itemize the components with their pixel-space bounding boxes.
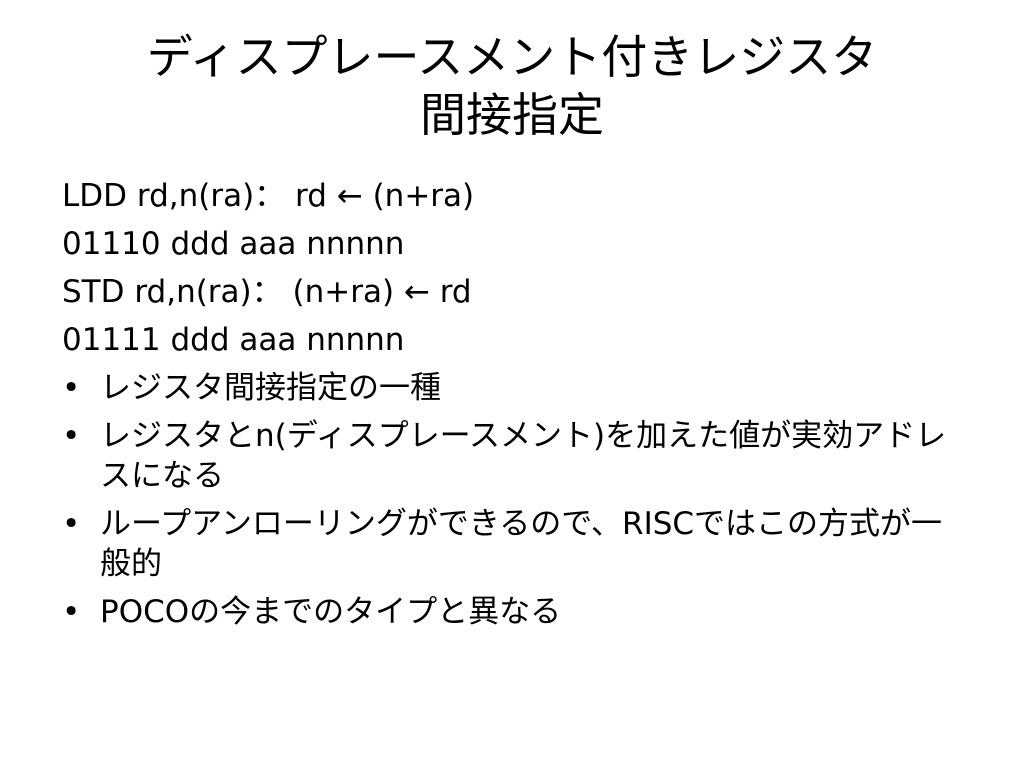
bullet-item: • レジスタ間接指定の一種 — [62, 368, 962, 408]
encoding-std: 01111 ddd aaa nnnnn — [62, 322, 405, 358]
encoding-ldd: 01110 ddd aaa nnnnn — [62, 226, 405, 262]
slide-title: ディスプレースメント付きレジスタ 間接指定 — [40, 28, 984, 144]
title-line-1: ディスプレースメント付きレジスタ — [146, 30, 878, 84]
bullet-dot-icon: • — [62, 594, 81, 630]
bullet-text: POCOの今までのタイプと異なる — [100, 594, 562, 630]
title-line-2: 間接指定 — [420, 88, 604, 142]
bullet-text: レジスタとn(ディスプレースメント)を加えた値が実効アドレスになる — [100, 418, 947, 494]
bullet-text: レジスタ間接指定の一種 — [100, 370, 441, 406]
bullet-dot-icon: • — [62, 506, 81, 542]
bullet-list: • レジスタ間接指定の一種 • レジスタとn(ディスプレースメント)を加えた値が… — [62, 368, 962, 632]
bullet-item: • レジスタとn(ディスプレースメント)を加えた値が実効アドレスになる — [62, 416, 962, 496]
bullet-dot-icon: • — [62, 418, 81, 454]
bullet-item: • POCOの今までのタイプと異なる — [62, 592, 962, 632]
bullet-item: • ループアンローリングができるので、RISCではこの方式が一般的 — [62, 504, 962, 584]
bullet-text: ループアンローリングができるので、RISCではこの方式が一般的 — [100, 506, 943, 582]
bullet-dot-icon: • — [62, 370, 81, 406]
slide-body: LDD rd,n(ra)： rd ← (n+ra) 01110 ddd aaa … — [62, 176, 962, 640]
instruction-ldd: LDD rd,n(ra)： rd ← (n+ra) — [62, 178, 475, 214]
instruction-std: STD rd,n(ra)： (n+ra) ← rd — [62, 274, 472, 310]
